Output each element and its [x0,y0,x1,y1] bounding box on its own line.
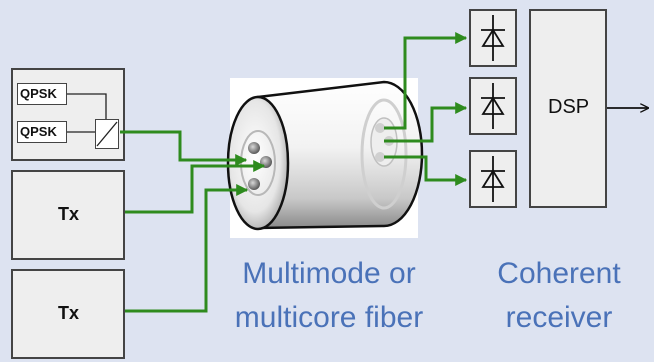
photodiode-icon-1 [481,15,505,61]
output-connectors [384,32,468,186]
modulator-wiring [67,93,107,133]
input-connectors [120,130,266,313]
fiber-caption-line1: Multimode or [242,257,416,290]
fiber-end-face-output [360,98,408,210]
qpsk-modulator-bottom [17,121,67,143]
receiver-caption-line1: Coherent [497,257,621,290]
qpsk-modulator-top [17,83,67,105]
qpsk-modulator-bottom-label: QPSK [20,124,57,139]
fiber-caption: Multimode or multicore fiber [214,252,444,340]
polarization-combiner-diagonal [96,121,118,147]
photodiode-icon-3 [481,156,505,202]
dsp-box [529,9,607,208]
receiver-caption-line2: receiver [505,301,613,334]
fiber-end-face-input [226,95,290,231]
fiber-core-3 [248,178,260,190]
tx-box-2-label: Tx [58,303,80,323]
photodiode-icon-2 [481,83,505,129]
tx-box-2 [11,269,125,359]
fiber-caption-line2: multicore fiber [234,301,424,334]
tx-box-1 [11,170,125,260]
tx-box-1-label: Tx [58,204,80,224]
dsp-label: DSP [548,96,590,118]
fiber-core-1 [248,142,260,154]
qpsk-modulator-top-label: QPSK [20,86,57,101]
receiver-caption: Coherent receiver [474,252,644,340]
